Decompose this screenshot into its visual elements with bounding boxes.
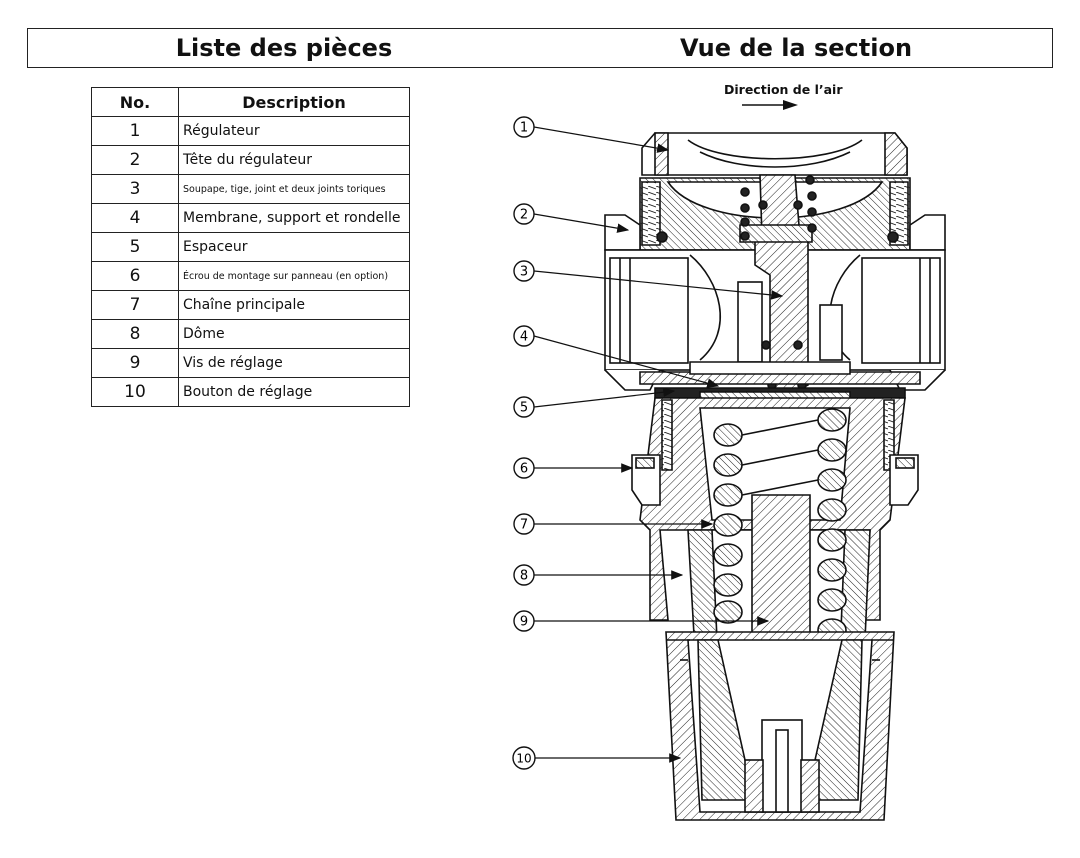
part-description: Chaîne principale [178, 290, 410, 320]
part-number: 7 [91, 290, 179, 320]
callout-7-label: 7 [520, 518, 528, 533]
callout-1-label: 1 [520, 121, 528, 136]
callout-2: 2 [513, 203, 630, 233]
part-description: Espaceur [178, 232, 410, 262]
callout-3: 3 [513, 260, 784, 300]
part-number: 3 [91, 174, 179, 204]
parts-list-title: Liste des pièces [175, 34, 393, 62]
air-direction-arrow [742, 100, 798, 110]
callout-2-label: 2 [520, 208, 528, 223]
section-view-title: Vue de la section [679, 34, 913, 62]
part-description: Régulateur [178, 116, 410, 146]
callout-7: 7 [513, 513, 714, 535]
part-description: Tête du régulateur [178, 145, 410, 175]
table-header-row: No. Description [91, 87, 410, 117]
header-bar: Liste des pièces Vue de la section [27, 28, 1053, 68]
part-description: Membrane, support et rondelle [178, 203, 410, 233]
callout-10: 10 [512, 746, 682, 770]
column-header-description: Description [178, 87, 410, 117]
callout-1: 1 [513, 116, 670, 153]
air-direction-label: Direction de l’air [724, 82, 843, 97]
callout-8: 8 [513, 564, 684, 586]
callout-5-label: 5 [520, 401, 528, 416]
callout-10-label: 10 [516, 752, 531, 766]
callout-9: 9 [513, 610, 770, 632]
callout-8-label: 8 [520, 569, 528, 584]
callout-6: 6 [513, 457, 634, 479]
callout-4: 4 [513, 325, 720, 388]
column-header-no: No. [91, 87, 179, 117]
regulator-body [604, 132, 946, 821]
part-description: Soupape, tige, joint et deux joints tori… [178, 174, 410, 204]
part-description: Vis de réglage [178, 348, 410, 378]
callout-6-label: 6 [520, 462, 528, 477]
callout-3-label: 3 [520, 265, 528, 280]
callout-5: 5 [513, 387, 676, 418]
part-description: Bouton de réglage [178, 377, 410, 407]
callout-9-label: 9 [520, 615, 528, 630]
callout-4-label: 4 [520, 330, 528, 345]
part-number: 10 [91, 377, 179, 407]
part-description: Dôme [178, 319, 410, 349]
